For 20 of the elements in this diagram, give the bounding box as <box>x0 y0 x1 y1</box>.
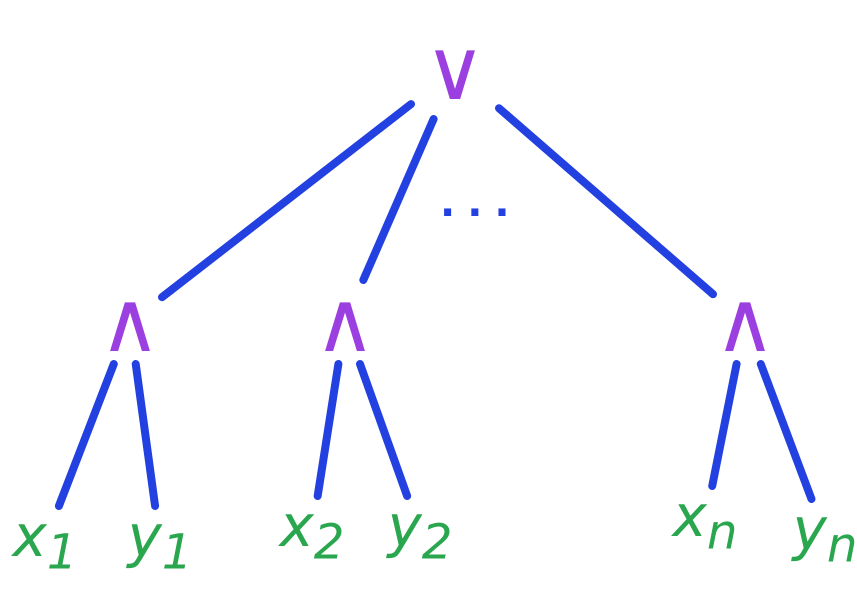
operator-symbol: ∧ <box>314 280 376 364</box>
tree-branch <box>132 360 160 510</box>
tree-branch <box>756 360 816 503</box>
variable-label: x$_{2}$ <box>279 497 345 567</box>
tree-branch <box>314 360 342 500</box>
tree-branch <box>359 115 438 284</box>
tree-branch <box>54 360 118 510</box>
operator-symbol: ∨ <box>424 28 486 112</box>
variable-label: y$_{n}$ <box>792 500 857 570</box>
variable-label: y$_{2}$ <box>387 497 453 567</box>
variable-label: x$_{1}$ <box>12 507 78 577</box>
operator-symbol: ∧ <box>714 280 776 364</box>
variable-label: x$_{n}$ <box>672 487 738 557</box>
operator-symbol: ∧ <box>99 280 161 364</box>
tree-branch <box>356 360 412 500</box>
variable-label: y$_{1}$ <box>127 507 193 577</box>
tree-branch <box>708 360 741 490</box>
ellipsis-label: ... <box>440 180 522 226</box>
tree-branch <box>158 100 415 302</box>
tree-branch <box>495 104 717 298</box>
